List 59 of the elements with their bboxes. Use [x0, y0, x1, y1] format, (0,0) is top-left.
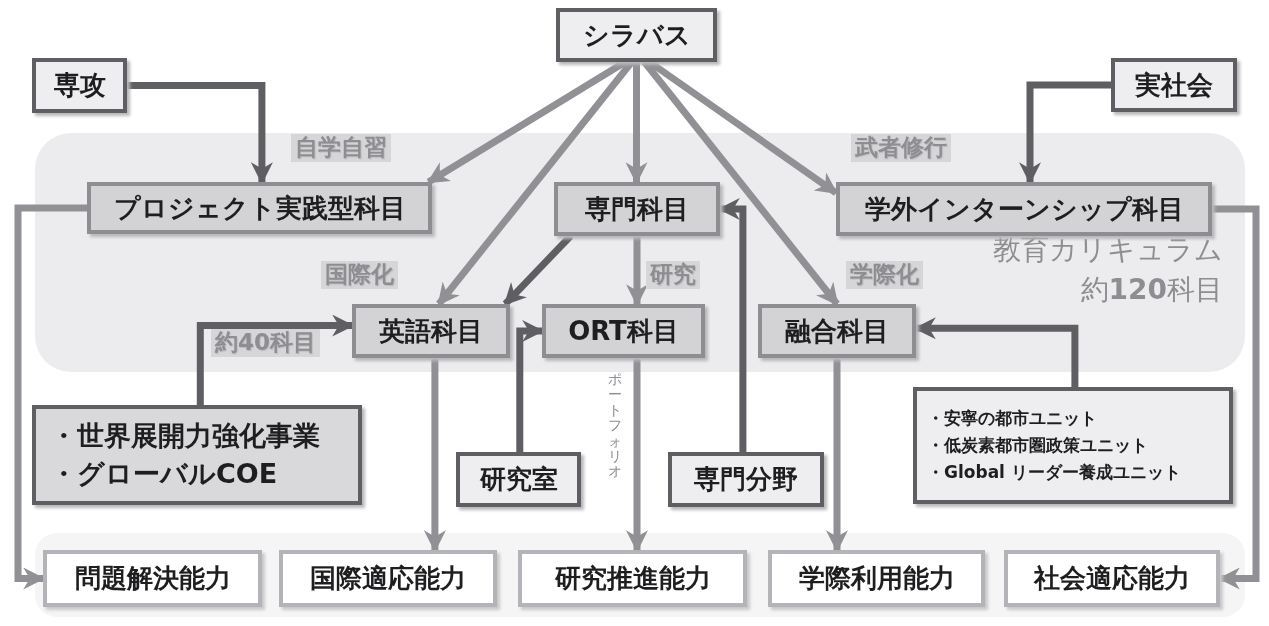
arrow	[826, 358, 848, 553]
source-box	[913, 387, 1233, 504]
arrow	[1212, 205, 1260, 590]
curriculum-label: 教育カリキュラム	[993, 233, 1223, 267]
course-box	[87, 182, 432, 234]
curriculum-label: 約120科目	[1080, 273, 1223, 307]
curriculum-area	[35, 133, 1245, 372]
edge-label: ポートフォリオ	[608, 372, 622, 480]
source-box	[32, 58, 127, 113]
course-box	[758, 304, 916, 358]
arrow	[423, 358, 446, 553]
node-label: プロジェクト実践型科目	[113, 191, 406, 225]
side-label: 武者修行	[851, 134, 951, 162]
source-box	[1111, 58, 1237, 112]
node-label: 英語科目	[379, 314, 483, 348]
source-box	[456, 452, 581, 507]
course-box	[836, 182, 1212, 236]
list-item: ・Global リーダー養成ユニット	[927, 462, 1181, 484]
source-box	[556, 8, 717, 62]
node-label: 国際適応能力	[310, 562, 466, 595]
source-box	[668, 452, 824, 507]
node-label: 研究推進能力	[554, 562, 711, 595]
node-label: シラバス	[582, 18, 691, 52]
list-item: ・世界展開力強化事業	[50, 419, 320, 453]
side-label: 約40科目	[211, 329, 320, 357]
node-label: ORT科目	[568, 314, 679, 348]
ability-box	[768, 550, 985, 607]
ability-box	[1004, 550, 1220, 607]
arrow	[626, 358, 648, 553]
node-label: 専門分野	[694, 463, 798, 496]
node-label: 専門科目	[585, 192, 689, 226]
list-item: ・安寧の都市ユニット	[927, 407, 1097, 429]
ability-box	[279, 550, 497, 607]
node-label: 学際利用能力	[798, 562, 955, 595]
source-box	[32, 405, 362, 505]
node-label: 学外インターンシップ科目	[864, 192, 1184, 226]
arrow	[127, 82, 273, 185]
list-item: ・低炭素都市圏政策ユニット	[927, 434, 1148, 457]
node-label: 融合科目	[785, 314, 889, 348]
node-label: 社会適応能力	[1034, 562, 1190, 595]
node-label: 研究室	[479, 463, 558, 496]
list-item: ・グローバルCOE	[50, 457, 278, 491]
course-box	[542, 304, 705, 358]
course-box	[554, 182, 720, 236]
arrow	[1019, 81, 1111, 185]
ability-box	[518, 550, 747, 607]
ability-box	[43, 550, 262, 607]
node-label: 専攻	[53, 69, 106, 102]
arrow	[626, 236, 648, 307]
course-box	[352, 304, 510, 358]
side-label: 自学自習	[291, 134, 391, 162]
node-label: 問題解決能力	[74, 562, 231, 595]
side-label: 研究	[646, 261, 700, 289]
arrow	[625, 62, 648, 185]
outcomes-area	[35, 533, 1245, 617]
node-label: 実社会	[1135, 68, 1213, 102]
arrow	[14, 204, 87, 590]
side-label: 学際化	[846, 261, 923, 289]
side-label: 国際化	[321, 261, 398, 289]
